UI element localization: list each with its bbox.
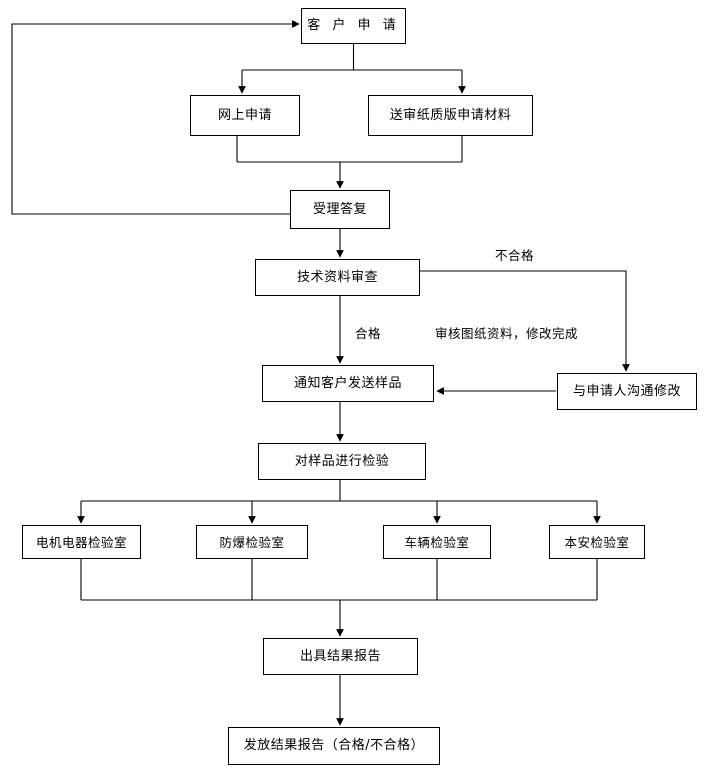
node-sample-inspection[interactable]: 对样品进行检验 (258, 443, 426, 480)
node-acceptance-reply[interactable]: 受理答复 (290, 190, 390, 229)
node-lab-explosion-proof[interactable]: 防爆检验室 (196, 525, 308, 559)
node-deliver-result-report[interactable]: 发放结果报告（合格/不合格） (228, 727, 440, 765)
connector-review-to-contact (420, 270, 630, 372)
node-lab-intrinsic-safety[interactable]: 本安检验室 (549, 525, 645, 559)
edge-label-fail: 不合格 (495, 248, 535, 263)
edge-label-review-drawings-revised: 审核图纸资料，修改完成 (435, 326, 579, 341)
node-customer-application[interactable]: 客 户 申 请 (301, 8, 406, 44)
node-lab-vehicle[interactable]: 车辆检验室 (383, 525, 491, 559)
node-paper-application-materials[interactable]: 送审纸质版申请材料 (368, 95, 533, 136)
node-technical-document-review[interactable]: 技术资料审查 (255, 259, 420, 296)
node-issue-result-report[interactable]: 出具结果报告 (263, 638, 418, 675)
node-communicate-with-applicant[interactable]: 与申请人沟通修改 (557, 373, 697, 410)
node-online-application[interactable]: 网上申请 (190, 95, 300, 136)
edge-label-pass: 合格 (355, 326, 382, 341)
node-lab-motor-electric[interactable]: 电机电器检验室 (22, 525, 141, 559)
node-notify-customer-send-sample[interactable]: 通知客户发送样品 (262, 365, 434, 402)
